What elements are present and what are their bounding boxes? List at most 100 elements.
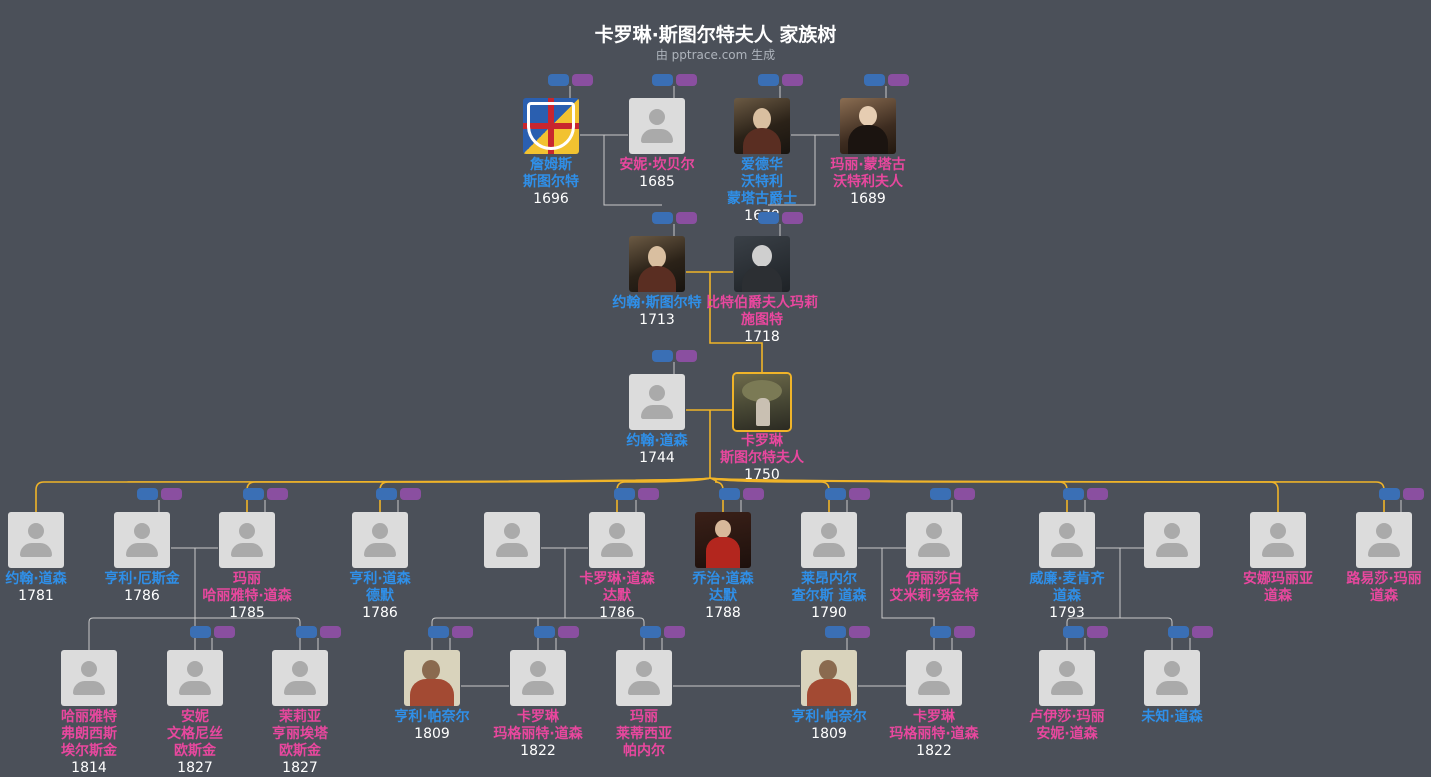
portrait-avatar[interactable] [801,650,857,706]
portrait-avatar[interactable] [523,98,579,154]
mother-pill[interactable] [954,626,975,638]
person-card-eliz[interactable]: 伊丽莎白艾米莉·努金特 [875,512,993,605]
mother-pill[interactable] [676,212,697,224]
father-pill[interactable] [614,488,635,500]
person-placeholder-icon[interactable] [1039,650,1095,706]
person-placeholder-icon[interactable] [61,650,117,706]
person-card-c9[interactable]: 路易莎·玛丽道森 [1325,512,1431,605]
mother-pill[interactable] [1087,626,1108,638]
person-placeholder-icon[interactable] [629,374,685,430]
person-card-g5[interactable]: 玛丽莱蒂西亚帕内尔 [585,650,703,760]
father-pill[interactable] [652,212,673,224]
mother-pill[interactable] [572,74,593,86]
person-placeholder-icon[interactable] [1144,512,1200,568]
father-pill[interactable] [758,74,779,86]
father-pill[interactable] [825,626,846,638]
father-pill[interactable] [190,626,211,638]
father-pill[interactable] [137,488,158,500]
father-pill[interactable] [640,626,661,638]
person-placeholder-icon[interactable] [906,512,962,568]
mother-pill[interactable] [782,74,803,86]
father-pill[interactable] [1379,488,1400,500]
portrait-avatar[interactable] [629,236,685,292]
mother-pill[interactable] [161,488,182,500]
father-pill[interactable] [1063,626,1084,638]
mother-pill[interactable] [558,626,579,638]
father-pill[interactable] [652,74,673,86]
person-placeholder-icon[interactable] [589,512,645,568]
mother-pill[interactable] [849,488,870,500]
person-card-sp4[interactable] [453,512,571,568]
father-pill[interactable] [548,74,569,86]
person-card-sp7[interactable] [1113,512,1231,568]
portrait-avatar[interactable] [840,98,896,154]
father-pill[interactable] [243,488,264,500]
person-placeholder-icon[interactable] [616,650,672,706]
person-placeholder-icon[interactable] [352,512,408,568]
portrait-avatar[interactable] [734,236,790,292]
person-placeholder-icon[interactable] [1039,512,1095,568]
father-pill[interactable] [652,350,673,362]
father-pill[interactable] [296,626,317,638]
person-placeholder-icon[interactable] [510,650,566,706]
person-card-g7[interactable]: 卢伊莎·玛丽安妮·道森 [1008,650,1126,743]
mother-pill[interactable] [664,626,685,638]
person-placeholder-icon[interactable] [167,650,223,706]
person-placeholder-icon[interactable] [272,650,328,706]
portrait-avatar[interactable] [734,98,790,154]
father-pill[interactable] [1168,626,1189,638]
mother-pill[interactable] [849,626,870,638]
portrait-avatar[interactable] [404,650,460,706]
portrait-avatar[interactable] [695,512,751,568]
father-pill[interactable] [758,212,779,224]
father-pill[interactable] [930,626,951,638]
father-pill[interactable] [534,626,555,638]
mother-pill[interactable] [320,626,341,638]
father-pill[interactable] [376,488,397,500]
father-pill[interactable] [864,74,885,86]
mother-pill[interactable] [743,488,764,500]
person-placeholder-icon[interactable] [219,512,275,568]
portrait-avatar[interactable] [734,374,790,430]
father-pill[interactable] [719,488,740,500]
person-card-g8[interactable]: 未知·道森 [1113,650,1231,726]
person-placeholder-icon[interactable] [8,512,64,568]
mother-pill[interactable] [1403,488,1424,500]
mother-pill[interactable] [954,488,975,500]
mother-pill[interactable] [400,488,421,500]
mother-pill[interactable] [267,488,288,500]
mother-pill[interactable] [1192,626,1213,638]
person-placeholder-icon[interactable] [801,512,857,568]
mother-pill[interactable] [638,488,659,500]
person-placeholder-icon[interactable] [629,98,685,154]
person-card-c8[interactable]: 安娜玛丽亚道森 [1219,512,1337,605]
mother-pill[interactable] [452,626,473,638]
mother-pill[interactable] [676,74,697,86]
person-card-edward[interactable]: 爱德华沃特利蒙塔古爵士1678 [703,98,821,225]
mother-pill[interactable] [1087,488,1108,500]
person-placeholder-icon[interactable] [1144,650,1200,706]
person-placeholder-icon[interactable] [1250,512,1306,568]
father-pill[interactable] [428,626,449,638]
father-pill[interactable] [825,488,846,500]
mother-pill[interactable] [782,212,803,224]
